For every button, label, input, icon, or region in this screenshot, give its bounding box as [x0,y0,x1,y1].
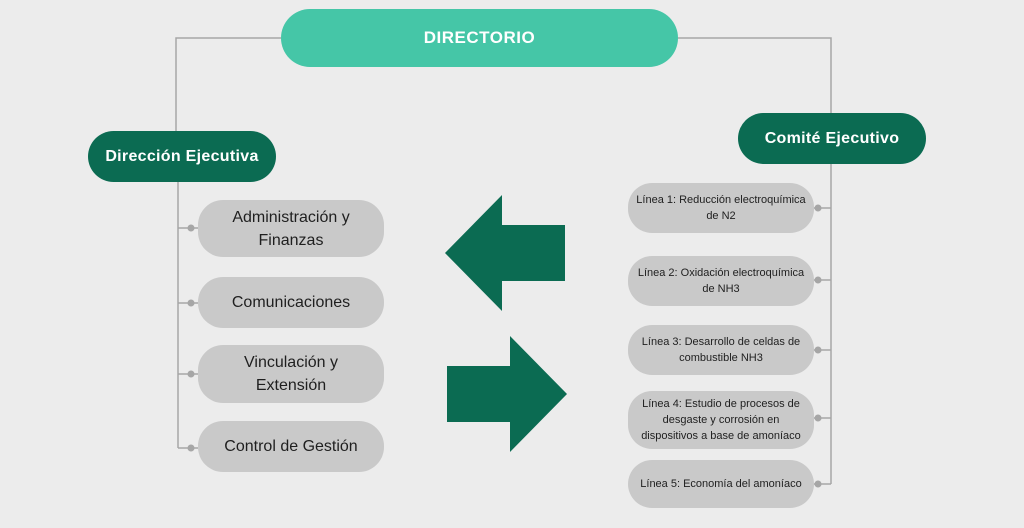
right-item-linea-3: Línea 3: Desarrollo de celdas de combust… [628,325,814,375]
comite-ejecutivo-node: Comité Ejecutivo [738,113,926,164]
right-arrow-icon [447,336,567,452]
left-arrow-icon [445,195,565,311]
left-item-vinculacion: Vinculación y Extensión [198,345,384,403]
right-item-linea-2: Línea 2: Oxidación electroquímica de NH3 [628,256,814,306]
left-item-control-gestion: Control de Gestión [198,421,384,472]
left-item-comunicaciones: Comunicaciones [198,277,384,328]
right-item-linea-1: Línea 1: Reducción electroquímica de N2 [628,183,814,233]
left-item-administracion: Administración y Finanzas [198,200,384,257]
directorio-node: DIRECTORIO [281,9,678,67]
right-item-linea-5: Línea 5: Economía del amoníaco [628,460,814,508]
direccion-ejecutiva-node: Dirección Ejecutiva [88,131,276,182]
right-item-linea-4: Línea 4: Estudio de procesos de desgaste… [628,391,814,449]
